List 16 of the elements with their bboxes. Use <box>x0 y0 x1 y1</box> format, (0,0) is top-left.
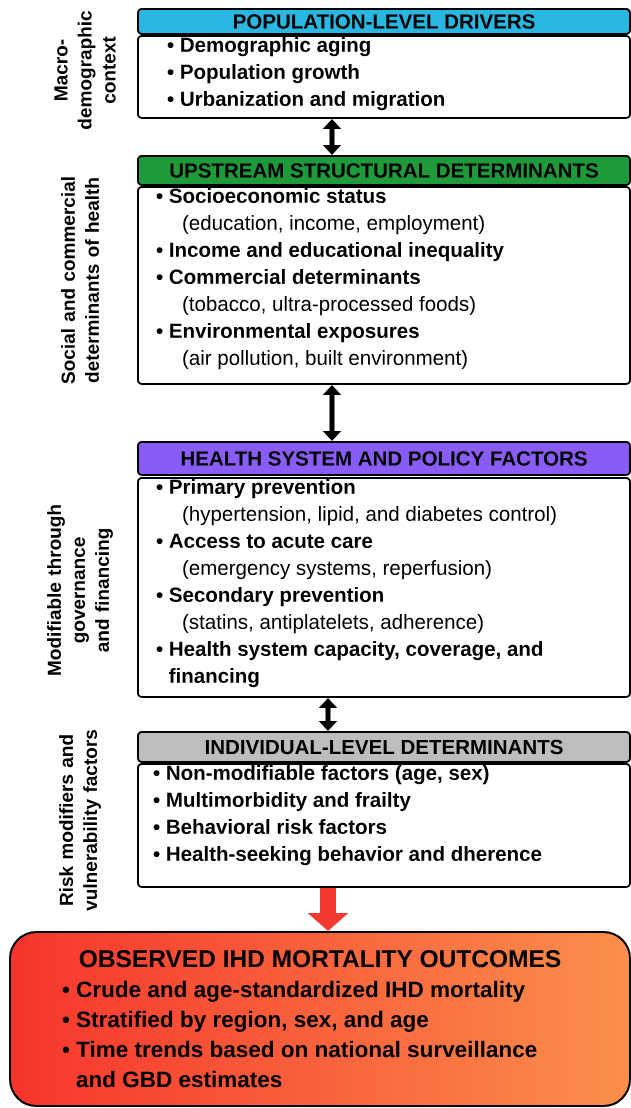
bullet-list-box: • Socioeconomic status (education, income, employment) • Income and educational inequality • Commercial determinants (tobacco, ultra-processed foods) • Environmental exposures (air pollution, built environment) <box>137 186 631 385</box>
side-label: Social and commercial determinants of health <box>61 177 99 384</box>
side-label: Risk modifiers and vulnerability factors <box>59 730 101 911</box>
header-band: POPULATION-LEVEL DRIVERS <box>137 8 631 35</box>
double-arrow <box>318 698 338 731</box>
bullet-list-box: • Non-modifiable factors (age, sex) • Multimorbidity and frailty • Behavioral risk factors • Health-seeking behavior and dherence <box>137 763 631 888</box>
bullet-list-box: • Primary prevention (hypertension, lipid, and diabetes control) • Access to acute care (emergency systems, reperfusion) • Secondary prevention (statins, antiplatelets, adherence) • Health system capacity, coverage, and financing <box>137 477 631 698</box>
header-band: HEALTH SYSTEM AND POLICY FACTORS <box>137 441 631 476</box>
header-band: INDIVIDUAL-LEVEL DETERMINANTS <box>137 731 631 763</box>
side-label: Macro-demographic context <box>54 10 116 129</box>
double-arrow <box>322 385 342 441</box>
side-label: Modifiable through governance and financing <box>47 505 113 675</box>
header-band: UPSTREAM STRUCTURAL DETERMINANTS <box>137 155 631 186</box>
double-arrow <box>322 119 342 155</box>
bullet-list-box: • Demographic aging • Population growth • Urbanization and migration <box>137 35 631 119</box>
outcome-box: OBSERVED IHD MORTALITY OUTCOMES • Crude and age-standardized IHD mortality • Stratified by region, sex, and age • Time trends based on national surveillance and GBD estimates <box>9 931 631 1107</box>
